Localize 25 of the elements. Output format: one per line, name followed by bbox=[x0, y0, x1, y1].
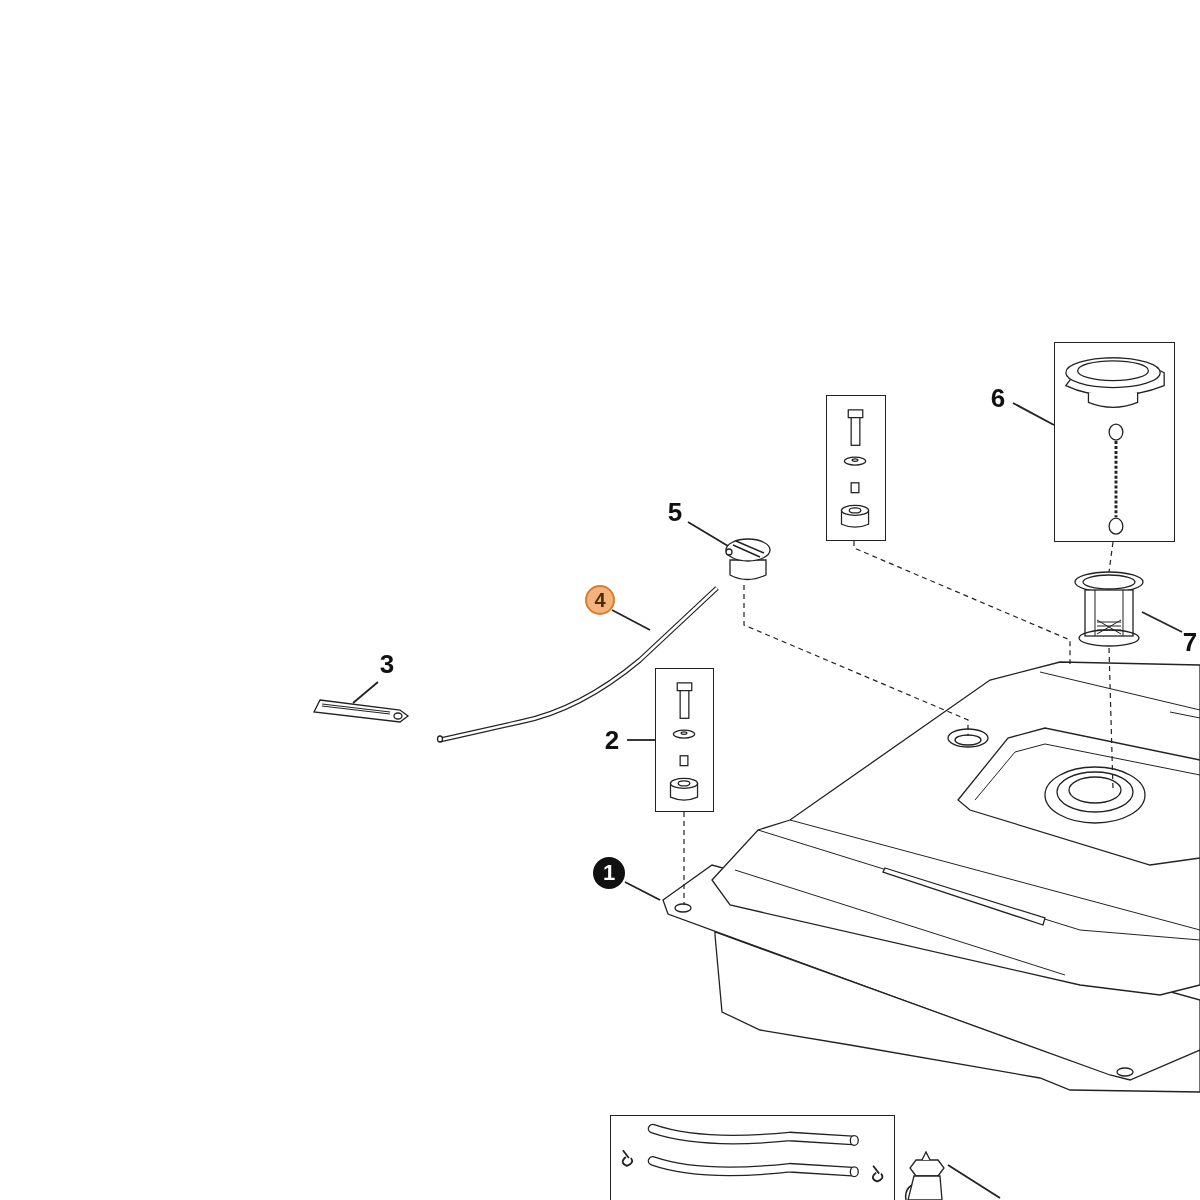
leader-line bbox=[624, 881, 661, 901]
leader-line bbox=[352, 681, 379, 704]
assembly-line bbox=[1108, 541, 1114, 573]
leader-line bbox=[611, 609, 651, 631]
leader-line bbox=[1141, 611, 1183, 633]
assembly-line bbox=[853, 540, 1071, 665]
assembly-line bbox=[743, 584, 969, 737]
mounting-hardware-kit-drawing bbox=[826, 395, 886, 541]
callout-number: 6 bbox=[983, 382, 1013, 414]
leader-line bbox=[626, 739, 656, 741]
strap-drawing bbox=[312, 697, 410, 725]
assembly-line bbox=[683, 811, 685, 906]
fuel-cap-kit-drawing bbox=[1054, 342, 1175, 542]
callout-number: 5 bbox=[660, 496, 690, 528]
callout-number: 1 bbox=[593, 857, 625, 889]
assembly-line bbox=[1108, 647, 1114, 791]
callout-number: 2 bbox=[597, 724, 627, 756]
callout-number: 7 bbox=[1180, 626, 1200, 658]
leader-line bbox=[687, 521, 729, 547]
mounting-hardware-kit-drawing bbox=[655, 668, 714, 812]
filter-strainer-drawing bbox=[1073, 570, 1145, 648]
fuel-hose-kit-drawing bbox=[610, 1115, 895, 1200]
leader-line bbox=[1012, 402, 1055, 426]
callout-number: 3 bbox=[372, 648, 402, 680]
leader-line bbox=[947, 1164, 1001, 1199]
